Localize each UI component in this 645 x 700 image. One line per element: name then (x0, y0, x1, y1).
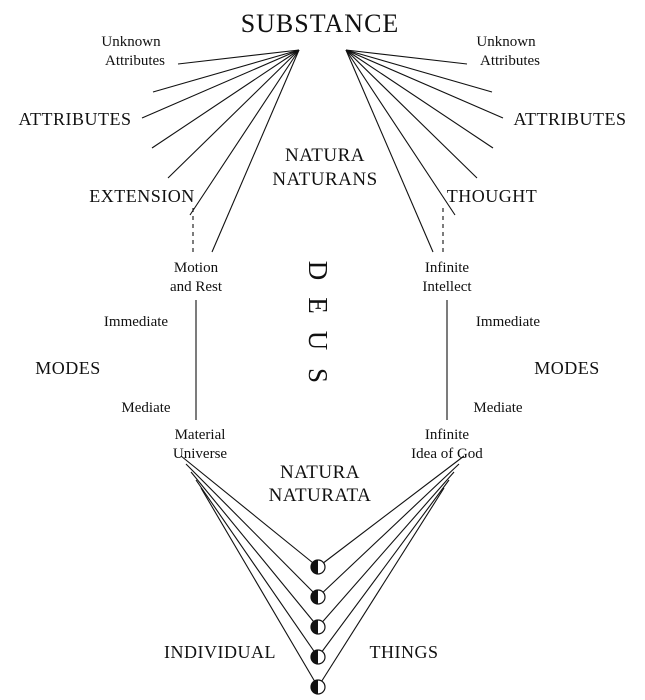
deus-letter-s: S (303, 368, 333, 384)
left-modes-label: MODES (35, 358, 101, 378)
infinite-idea-of-god-label-line2: Idea of God (411, 446, 483, 462)
natura-naturata-label-line2: NATURATA (269, 485, 372, 506)
natura-naturans-label-line1: NATURA (285, 145, 365, 166)
left-immediate-label: Immediate (104, 314, 168, 330)
deus-letter-u: U (303, 331, 333, 352)
right-individuals-fan (317, 455, 465, 688)
natura-naturans-label-line2: NATURANS (272, 169, 377, 190)
left-attribute-fan (141, 49, 300, 253)
left-attributes-label: ATTRIBUTES (19, 109, 132, 129)
infinite-intellect-label-line1: Infinite (425, 260, 469, 276)
right-unknown-attributes-label-line2: Attributes (480, 53, 540, 69)
half-circle-icon (310, 679, 326, 695)
individual-thing-circles (310, 559, 326, 695)
material-universe-label-line1: Material (175, 427, 226, 443)
left-mediate-label: Mediate (121, 400, 170, 416)
right-immediate-label: Immediate (476, 314, 540, 330)
right-modes-label: MODES (534, 358, 600, 378)
motion-and-rest-label-line1: Motion (174, 260, 219, 276)
half-circle-icon (310, 559, 326, 575)
right-mediate-label: Mediate (473, 400, 522, 416)
deus-letter-d: D (303, 261, 333, 282)
infinite-intellect-label-line2: Intellect (422, 279, 472, 295)
motion-and-rest-label-line2: and Rest (170, 279, 223, 295)
half-circle-icon (310, 619, 326, 635)
infinite-idea-of-god-label-line1: Infinite (425, 427, 469, 443)
right-unknown-attributes-label-line1: Unknown (476, 34, 536, 50)
substance-label: SUBSTANCE (241, 9, 400, 38)
deus-letter-e: E (303, 297, 333, 315)
deus-label: D E U S (303, 261, 333, 384)
half-circle-icon (310, 649, 326, 665)
individual-label: INDIVIDUAL (164, 642, 276, 662)
half-circle-icon (310, 589, 326, 605)
natura-naturata-label-line1: NATURA (280, 462, 360, 483)
left-individuals-fan (180, 455, 319, 688)
left-unknown-attributes-label-line2: Attributes (105, 53, 165, 69)
things-label: THINGS (370, 642, 439, 662)
right-attributes-label: ATTRIBUTES (514, 109, 627, 129)
left-unknown-attributes-label-line1: Unknown (101, 34, 161, 50)
extension-label: EXTENSION (89, 186, 195, 206)
thought-label: THOUGHT (447, 186, 538, 206)
right-attribute-fan (345, 49, 504, 253)
material-universe-label-line2: Universe (173, 446, 227, 462)
